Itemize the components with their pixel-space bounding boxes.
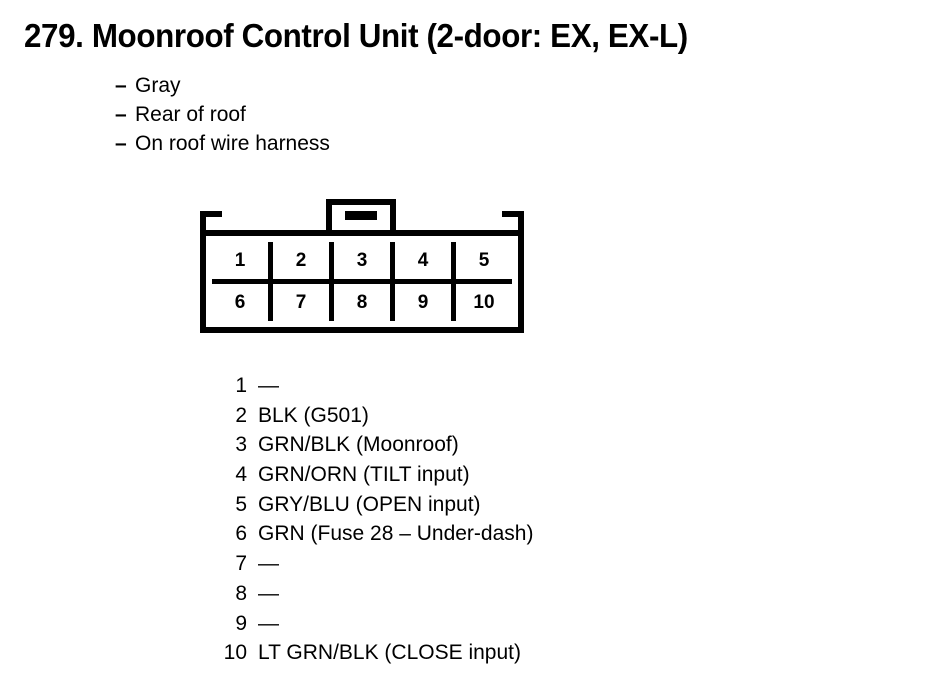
connector-corner-cap-right bbox=[502, 211, 524, 217]
connector-latch-tab bbox=[326, 199, 396, 231]
connector-latch-slot bbox=[345, 211, 377, 220]
page-title: 279. Moonroof Control Unit (2-door: EX, … bbox=[24, 17, 688, 54]
pin-cell: 6 bbox=[212, 284, 273, 321]
legend-pin-description: — bbox=[258, 611, 279, 635]
description-text: Rear of roof bbox=[135, 103, 246, 126]
legend-row: 3 GRN/BLK (Moonroof) bbox=[205, 433, 533, 463]
legend-pin-number: 1 bbox=[235, 374, 247, 397]
pin-row-top: 1 2 3 4 5 bbox=[212, 242, 512, 284]
pin-cell: 10 bbox=[473, 291, 495, 313]
legend-pin-number: 2 bbox=[235, 403, 247, 427]
legend-pin-description: GRN/ORN (TILT input) bbox=[258, 463, 470, 487]
pin-cell: 4 bbox=[395, 242, 456, 279]
connector-diagram: 1 2 3 4 5 6 7 8 9 10 bbox=[200, 199, 524, 333]
legend-pin-description: GRN/BLK (Moonroof) bbox=[258, 433, 459, 457]
legend-pin-description: GRY/BLU (OPEN input) bbox=[258, 492, 481, 516]
pin-cell: 7 bbox=[273, 284, 334, 321]
legend-pin-description: — bbox=[258, 374, 279, 397]
legend-pin-description: — bbox=[258, 581, 279, 605]
legend-row: 1 — bbox=[205, 374, 533, 404]
legend-pin-description: BLK (G501) bbox=[258, 403, 369, 427]
legend-pin-number: 10 bbox=[223, 641, 247, 665]
connector-body: 1 2 3 4 5 6 7 8 9 10 bbox=[200, 230, 524, 333]
legend-row: 9 — bbox=[205, 612, 533, 642]
legend-pin-number: 9 bbox=[235, 611, 247, 635]
dash-bullet: – bbox=[115, 132, 127, 155]
legend-pin-number: 6 bbox=[235, 522, 247, 546]
legend-row: 7 — bbox=[205, 552, 533, 582]
pin-cell: 9 bbox=[395, 284, 456, 321]
list-item: –Rear of roof bbox=[115, 100, 330, 129]
pin-cell: 3 bbox=[334, 242, 395, 279]
description-list: –Gray –Rear of roof –On roof wire harnes… bbox=[115, 71, 330, 158]
description-text: Gray bbox=[135, 74, 181, 97]
pin-cell: 2 bbox=[273, 242, 334, 279]
legend-row: 4 GRN/ORN (TILT input) bbox=[205, 463, 533, 493]
pin-row-bottom: 6 7 8 9 10 bbox=[212, 284, 512, 321]
legend-row: 8 — bbox=[205, 582, 533, 612]
description-text: On roof wire harness bbox=[135, 132, 330, 155]
legend-pin-description: GRN (Fuse 28 – Under-dash) bbox=[258, 522, 534, 546]
pin-cell: 8 bbox=[334, 284, 395, 321]
legend-pin-description: — bbox=[258, 552, 279, 576]
legend-pin-number: 3 bbox=[235, 433, 247, 457]
legend-pin-number: 5 bbox=[235, 492, 247, 516]
connector-pin-grid: 1 2 3 4 5 6 7 8 9 10 bbox=[212, 242, 512, 321]
legend-pin-number: 4 bbox=[235, 463, 247, 487]
legend-row: 2 BLK (G501) bbox=[205, 404, 533, 434]
legend-pin-number: 7 bbox=[235, 552, 247, 576]
connector-corner-post-right bbox=[518, 211, 524, 236]
pin-cell: 1 bbox=[212, 242, 273, 279]
legend-row: 6 GRN (Fuse 28 – Under-dash) bbox=[205, 522, 533, 552]
pin-legend-list: 1 — 2 BLK (G501) 3 GRN/BLK (Moonroof) 4 … bbox=[205, 374, 534, 671]
legend-pin-description: LT GRN/BLK (CLOSE input) bbox=[258, 641, 521, 665]
legend-pin-number: 8 bbox=[235, 581, 247, 605]
legend-row: 10 LT GRN/BLK (CLOSE input) bbox=[205, 641, 533, 671]
legend-row: 5 GRY/BLU (OPEN input) bbox=[205, 493, 533, 523]
list-item: –On roof wire harness bbox=[115, 129, 330, 158]
pin-cell: 5 bbox=[478, 249, 490, 271]
list-item: –Gray bbox=[115, 71, 330, 100]
dash-bullet: – bbox=[115, 103, 127, 126]
connector-corner-cap-left bbox=[200, 211, 222, 217]
dash-bullet: – bbox=[115, 74, 127, 97]
connector-corner-post-left bbox=[200, 211, 206, 236]
